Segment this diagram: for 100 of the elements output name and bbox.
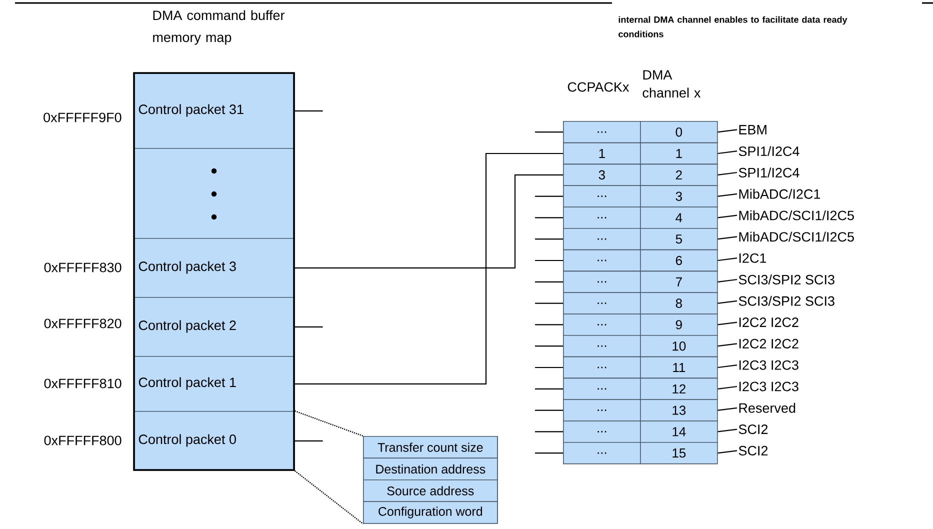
stub-line [718, 407, 738, 411]
peripheral-label: MibADC/SCI1/I2C5 [739, 232, 854, 242]
stub-line [535, 196, 563, 197]
peripheral-label: I2C3 I2C3 [739, 382, 798, 392]
stub-line [535, 238, 563, 240]
memory-cell: Control packet 0 [134, 411, 295, 471]
table-cell: 3 [640, 185, 718, 208]
address-label: 0xFFFFF810 [44, 378, 122, 388]
address-label: 0xFFFFF9F0 [44, 112, 122, 122]
field-box: Configuration word [363, 501, 498, 524]
table-cell: 13 [640, 399, 718, 422]
stub-line [294, 110, 323, 112]
peripheral-label: MibADC/I2C1 [739, 188, 820, 199]
table-cell: 1 [640, 142, 718, 165]
field-box: Transfer count size [363, 436, 498, 459]
table-cell: ... [563, 314, 641, 336]
column-heading: DMA channel x [642, 70, 701, 98]
stub-line [535, 217, 563, 218]
stub-line [718, 236, 738, 240]
stub-line [718, 129, 738, 133]
table-cell: ... [563, 399, 641, 422]
address-label: 0xFFFFF800 [44, 436, 122, 446]
stub-line [718, 343, 738, 347]
peripheral-label: Reserved [739, 402, 796, 413]
stub-line [718, 278, 738, 282]
table-cell: 0 [640, 121, 718, 144]
stub-line [535, 431, 563, 432]
table-cell: ... [563, 121, 641, 144]
table-cell: 3 [563, 164, 641, 186]
address-label: 0xFFFFF820 [44, 318, 122, 328]
guide-line [294, 470, 364, 524]
peripheral-label: SCI2 [738, 446, 768, 456]
stub-line [535, 388, 563, 390]
table-cell: ... [563, 335, 641, 358]
peripheral-label: MibADC/SCI1/I2C5 [739, 210, 854, 220]
table-cell: ... [563, 206, 641, 229]
table-cell: 4 [640, 206, 718, 229]
stub-line [718, 450, 738, 454]
column-heading: CCPACKx [568, 82, 630, 92]
table-cell: ... [563, 270, 641, 293]
table-cell: 9 [640, 314, 718, 336]
table-cell: ... [563, 420, 641, 443]
table-cell: ... [563, 249, 641, 272]
stub-line [718, 428, 738, 432]
field-box: Destination address [363, 458, 498, 480]
table-cell: 11 [640, 356, 718, 379]
table-cell: ... [563, 442, 641, 464]
peripheral-label: SCI3/SPI2 SCI3 [738, 274, 834, 284]
stub-line [718, 258, 738, 262]
peripheral-label: EBM [739, 125, 766, 134]
stub-line [718, 322, 738, 326]
stub-line [535, 132, 563, 133]
stub-line [535, 260, 563, 262]
stub-line [718, 193, 738, 197]
peripheral-label: SCI3/SPI2 SCI3 [738, 296, 834, 306]
memory-cell: Control packet 2 [134, 297, 295, 357]
address-label: 0xFFFFF830 [44, 262, 122, 272]
peripheral-label: SPI1/I2C4 [738, 168, 800, 178]
stub-line [718, 214, 738, 218]
peripheral-label: I2C2 I2C2 [739, 318, 798, 328]
stub-line [535, 346, 563, 347]
table-cell: 7 [640, 270, 718, 293]
table-cell: 15 [640, 442, 718, 464]
stub-line [718, 172, 738, 176]
peripheral-label: I2C2 I2C2 [739, 338, 798, 348]
table-cell: 5 [640, 228, 718, 250]
table-cell: ... [563, 292, 641, 314]
guide-line [294, 410, 364, 437]
connector-line [294, 152, 563, 384]
stub-line [535, 302, 563, 304]
peripheral-label: SCI2 [738, 424, 768, 434]
stub-line [718, 364, 738, 368]
table-cell: ... [563, 356, 641, 379]
table-cell: 6 [640, 249, 718, 272]
table-cell: 12 [640, 378, 718, 400]
ellipsis-cell [134, 148, 295, 239]
note-text: internal DMA channel enables to facilitate data ready conditions [618, 16, 848, 38]
memory-cell: Control packet 1 [134, 356, 295, 412]
table-cell: 1 [563, 142, 641, 165]
stub-line [535, 452, 563, 454]
field-box: Source address [363, 480, 498, 502]
stub-line [535, 281, 563, 282]
table-cell: ... [563, 185, 641, 208]
heading-text: DMA command buffer memory map [153, 10, 285, 45]
table-cell: 2 [640, 164, 718, 186]
stub-line [535, 324, 563, 326]
table-cell: 8 [640, 292, 718, 314]
table-cell: ... [563, 378, 641, 400]
stub-line [294, 326, 323, 328]
memory-cell: Control packet 31 [134, 73, 295, 149]
stub-line [535, 366, 563, 368]
stub-line [294, 440, 323, 442]
stub-line [535, 410, 563, 411]
connector-line [294, 174, 563, 268]
stub-line [718, 150, 738, 154]
peripheral-label: SPI1/I2C4 [738, 146, 800, 156]
table-cell: 10 [640, 335, 718, 358]
memory-cell: Control packet 3 [134, 238, 295, 298]
peripheral-label: I2C3 I2C3 [739, 360, 798, 370]
table-cell: 14 [640, 420, 718, 443]
